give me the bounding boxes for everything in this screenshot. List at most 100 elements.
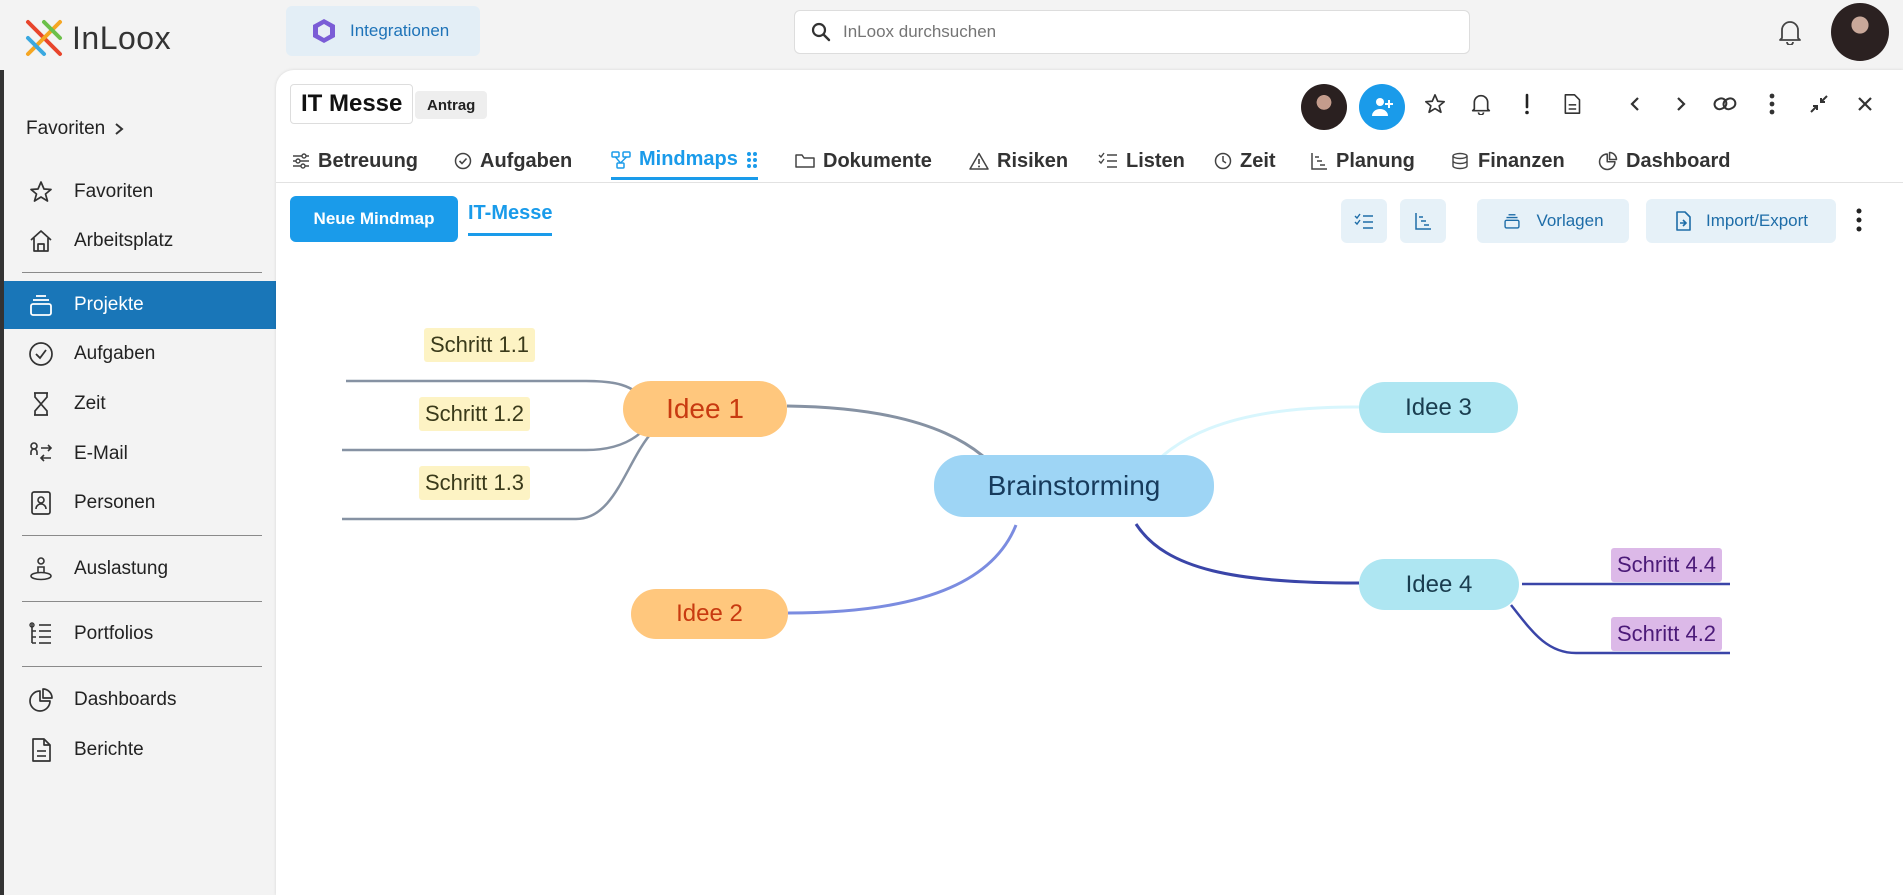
sidebar-item-label: Arbeitsplatz <box>74 230 174 251</box>
folder-icon <box>795 154 815 168</box>
priority-exclamation-icon[interactable] <box>1515 92 1539 116</box>
tab-listen[interactable]: Listen <box>1098 142 1185 180</box>
tab-label: Risiken <box>997 149 1069 172</box>
mindmap-step-1-2[interactable]: Schritt 1.2 <box>419 397 531 431</box>
sidebar-item-portfolios[interactable]: Portfolios <box>4 610 277 658</box>
drag-handle-icon[interactable] <box>746 151 758 169</box>
mindmap-node-idee-1[interactable]: Idee 1 <box>623 381 787 437</box>
tab-finanzen[interactable]: Finanzen <box>1450 142 1565 180</box>
document-icon[interactable] <box>1560 92 1584 116</box>
person-pin-icon <box>28 556 54 582</box>
link-icon[interactable] <box>1713 92 1737 116</box>
app-name: InLoox <box>72 19 172 56</box>
add-member-button[interactable] <box>1359 84 1405 130</box>
gantt-view-button[interactable] <box>1400 199 1446 243</box>
sidebar-divider <box>22 666 262 667</box>
pie-chart-icon <box>1598 151 1618 171</box>
sidebar: Favoriten Favoriten Arbeitsplatz Projekt… <box>0 70 277 895</box>
tab-label: Zeit <box>1240 149 1276 172</box>
tab-zeit[interactable]: Zeit <box>1214 142 1276 180</box>
sidebar-item-aufgaben[interactable]: Aufgaben <box>4 330 277 378</box>
mindmap-center-node[interactable]: Brainstorming <box>934 455 1214 517</box>
templates-button[interactable]: Vorlagen <box>1477 199 1629 243</box>
home-icon <box>28 228 54 254</box>
hierarchy-list-icon <box>28 621 54 647</box>
collapse-icon[interactable] <box>1807 92 1831 116</box>
search-input[interactable] <box>843 22 1443 42</box>
tab-label: Listen <box>1126 149 1185 172</box>
status-badge[interactable]: Antrag <box>415 91 488 119</box>
mindmap-node-idee-3[interactable]: Idee 3 <box>1359 382 1518 433</box>
tabs-divider <box>276 182 1903 183</box>
import-export-button[interactable]: Import/Export <box>1646 199 1836 243</box>
sidebar-item-label: Favoriten <box>74 181 154 202</box>
sidebar-item-arbeitsplatz[interactable]: Arbeitsplatz <box>4 217 277 265</box>
mindmap-step-4-2[interactable]: Schritt 4.2 <box>1611 617 1723 651</box>
projects-stack-icon <box>28 292 54 318</box>
mindmap-step-1-1[interactable]: Schritt 1.1 <box>424 328 536 362</box>
project-member-avatar[interactable] <box>1301 84 1347 130</box>
favorite-star-icon[interactable] <box>1423 92 1447 116</box>
chevron-right-icon[interactable] <box>1669 92 1693 116</box>
list-view-button[interactable] <box>1341 199 1387 243</box>
user-avatar[interactable] <box>1831 3 1889 61</box>
search-icon <box>811 22 831 42</box>
project-title[interactable]: IT Messe <box>290 84 414 124</box>
sidebar-divider <box>22 535 262 536</box>
mindmap-icon <box>611 150 631 169</box>
sidebar-item-dashboards[interactable]: Dashboards <box>4 676 277 724</box>
tab-dashboard[interactable]: Dashboard <box>1598 142 1730 180</box>
add-person-icon <box>1372 98 1393 116</box>
tab-dokumente[interactable]: Dokumente <box>795 142 932 180</box>
tab-label: Finanzen <box>1478 149 1565 172</box>
tab-mindmaps[interactable]: Mindmaps <box>611 142 758 180</box>
inloox-logo[interactable]: InLoox <box>24 18 171 58</box>
sidebar-item-label: Personen <box>74 492 156 513</box>
mindmap-step-1-3[interactable]: Schritt 1.3 <box>419 466 531 500</box>
mindmap-node-idee-4[interactable]: Idee 4 <box>1359 559 1519 610</box>
follow-bell-icon[interactable] <box>1469 92 1493 116</box>
sidebar-item-zeit[interactable]: Zeit <box>4 380 277 428</box>
favorites-header[interactable]: Favoriten <box>26 118 125 140</box>
sidebar-item-auslastung[interactable]: Auslastung <box>4 545 277 593</box>
check-circle-icon <box>454 152 472 170</box>
sidebar-item-label: E-Mail <box>74 443 128 464</box>
chevron-left-icon[interactable] <box>1623 92 1647 116</box>
sidebar-item-label: Dashboards <box>74 689 177 710</box>
close-icon[interactable] <box>1853 92 1877 116</box>
sidebar-item-favoriten[interactable]: Favoriten <box>4 168 277 216</box>
chevron-right-icon <box>115 123 124 135</box>
tab-aufgaben[interactable]: Aufgaben <box>454 142 572 180</box>
sidebar-item-email[interactable]: E-Mail <box>4 430 277 478</box>
integrations-button[interactable]: Integrationen <box>286 6 480 56</box>
more-vertical-icon[interactable] <box>1856 208 1862 237</box>
sidebar-item-label: Aufgaben <box>74 343 156 364</box>
sidebar-item-label: Zeit <box>74 393 106 414</box>
tab-planung[interactable]: Planung <box>1310 142 1415 180</box>
sidebar-item-berichte[interactable]: Berichte <box>4 726 277 774</box>
sidebar-item-label: Projekte <box>74 294 144 315</box>
checklist-icon <box>1354 213 1373 229</box>
gantt-icon <box>1311 153 1327 170</box>
pie-chart-icon <box>28 687 54 713</box>
connector-step-1-3 <box>342 429 655 521</box>
templates-label: Vorlagen <box>1536 211 1604 230</box>
mindmap-canvas[interactable]: Brainstorming Idee 1 Idee 2 Idee 3 Idee … <box>276 260 1903 895</box>
search-bar[interactable] <box>794 10 1470 54</box>
notifications-bell-icon[interactable] <box>1778 19 1802 50</box>
more-vertical-icon[interactable] <box>1760 92 1784 116</box>
mindmap-tab-it-messe[interactable]: IT-Messe <box>468 202 553 236</box>
sidebar-item-projekte[interactable]: Projekte <box>4 281 277 329</box>
integrations-label: Integrationen <box>350 21 450 40</box>
mindmap-step-4-4[interactable]: Schritt 4.4 <box>1611 548 1723 582</box>
sidebar-item-label: Portfolios <box>74 623 154 644</box>
new-mindmap-button[interactable]: Neue Mindmap <box>290 196 458 242</box>
mindmap-node-idee-2[interactable]: Idee 2 <box>631 589 788 639</box>
sidebar-divider <box>22 601 262 602</box>
sidebar-item-label: Berichte <box>74 739 144 760</box>
tab-risiken[interactable]: Risiken <box>969 142 1068 180</box>
sidebar-item-personen[interactable]: Personen <box>4 479 277 527</box>
templates-stack-icon <box>1504 214 1521 229</box>
tab-betreuung[interactable]: Betreuung <box>292 142 418 180</box>
connector-idea4 <box>1134 523 1360 585</box>
